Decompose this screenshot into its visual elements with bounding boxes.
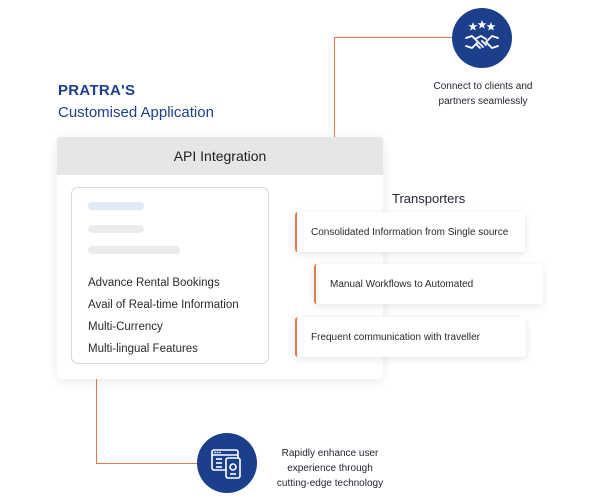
connect-caption-line: partners seamlessly [438,96,528,107]
api-integration-card: API Integration Advance Rental Bookings … [57,137,383,379]
skeleton-line [88,246,180,254]
connector-bottom-vertical [96,379,97,464]
transporters-title: Transporters [392,191,466,206]
transporter-item: Frequent communication with traveller [295,317,526,357]
skeleton-line [88,202,144,210]
feature-item: Multi-lingual Features [88,343,198,355]
subtitle-heading: Customised Application [58,104,214,121]
connect-caption-line: Connect to clients and [433,81,533,92]
connector-bottom-horizontal [96,463,197,464]
connector-top-horizontal [334,37,452,38]
enhance-caption-line: experience through [287,463,373,474]
enhance-caption-line: cutting-edge technology [276,478,384,489]
transporter-item: Consolidated Information from Single sou… [295,212,525,252]
features-panel: Advance Rental Bookings Avail of Real-ti… [71,187,269,364]
features-list: Advance Rental Bookings Avail of Real-ti… [88,272,239,360]
connector-top-vertical [334,37,335,137]
handshake-stars-icon [452,8,512,68]
brand-heading: PRATRA'S [58,82,136,99]
transporter-item: Manual Workflows to Automated [314,264,543,304]
feature-item: Avail of Real-time Information [88,299,239,311]
api-integration-header: API Integration [57,137,383,175]
feature-item: Multi-Currency [88,321,163,333]
enhance-caption-line: Rapidly enhance user [281,448,379,459]
enhance-caption: Rapidly enhance user experience through … [255,446,405,491]
connect-caption: Connect to clients and partners seamless… [395,79,571,109]
skeleton-line [88,225,144,233]
feature-item: Advance Rental Bookings [88,277,220,289]
responsive-devices-icon [197,433,257,493]
